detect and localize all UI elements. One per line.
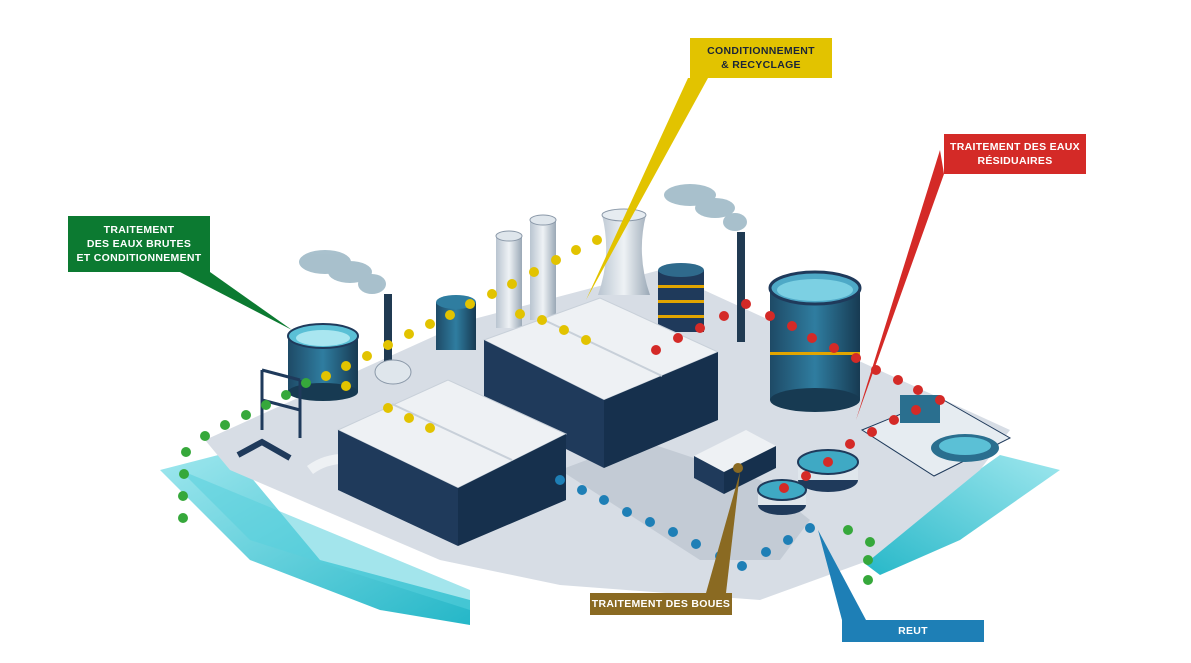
cooling-tower-icon bbox=[598, 208, 650, 295]
callout-pointer-blue bbox=[818, 530, 866, 620]
river-right bbox=[860, 455, 1060, 575]
callout-line: TRAITEMENT DES BOUES bbox=[591, 598, 731, 610]
callout-line: REUT bbox=[898, 625, 928, 637]
callout-raw-water-treatment: TRAITEMENT DES EAUX BRUTES ET CONDITIONN… bbox=[68, 216, 210, 272]
tank-icon bbox=[768, 270, 862, 412]
tank-icon bbox=[658, 263, 704, 332]
callout-line: CONDITIONNEMENT bbox=[707, 45, 815, 57]
callout-wastewater-treatment: TRAITEMENT DES EAUX RÉSIDUAIRES bbox=[944, 134, 1086, 174]
callout-sludge-treatment: TRAITEMENT DES BOUES bbox=[590, 593, 732, 615]
callout-line: TRAITEMENT bbox=[103, 224, 175, 236]
callout-line: & RECYCLAGE bbox=[721, 59, 801, 71]
callout-pointer-green bbox=[180, 272, 292, 330]
callout-line: TRAITEMENT DES EAUX bbox=[950, 141, 1080, 153]
road bbox=[560, 440, 810, 560]
chimney-icon bbox=[384, 294, 392, 364]
building-icon bbox=[694, 430, 776, 494]
pipe-icon bbox=[236, 438, 292, 461]
callout-pointer-brown bbox=[706, 472, 740, 593]
chimney-icon bbox=[737, 232, 745, 342]
flow-dots-yellow bbox=[321, 235, 602, 433]
callout-conditioning-recycling: CONDITIONNEMENT & RECYCLAGE bbox=[690, 38, 832, 78]
building-icon bbox=[336, 379, 568, 546]
callout-pointer-yellow bbox=[586, 78, 708, 300]
flow-dots-red bbox=[651, 299, 945, 493]
callout-line: RÉSIDUAIRES bbox=[977, 155, 1053, 167]
pipe-icon bbox=[374, 359, 412, 385]
clarifier-icon bbox=[860, 395, 1012, 477]
callout-line: DES EAUX BRUTES bbox=[86, 238, 192, 250]
flow-dots-blue bbox=[555, 475, 815, 571]
flow-dots-brown bbox=[733, 463, 743, 473]
smoke-icon bbox=[299, 184, 747, 294]
flow-dots-green bbox=[178, 378, 875, 585]
callout-pointer-red bbox=[856, 150, 944, 420]
callout-reuse: REUT bbox=[842, 620, 984, 642]
callout-line: ET CONDITIONNEMENT bbox=[76, 252, 202, 264]
river-left bbox=[160, 452, 470, 625]
